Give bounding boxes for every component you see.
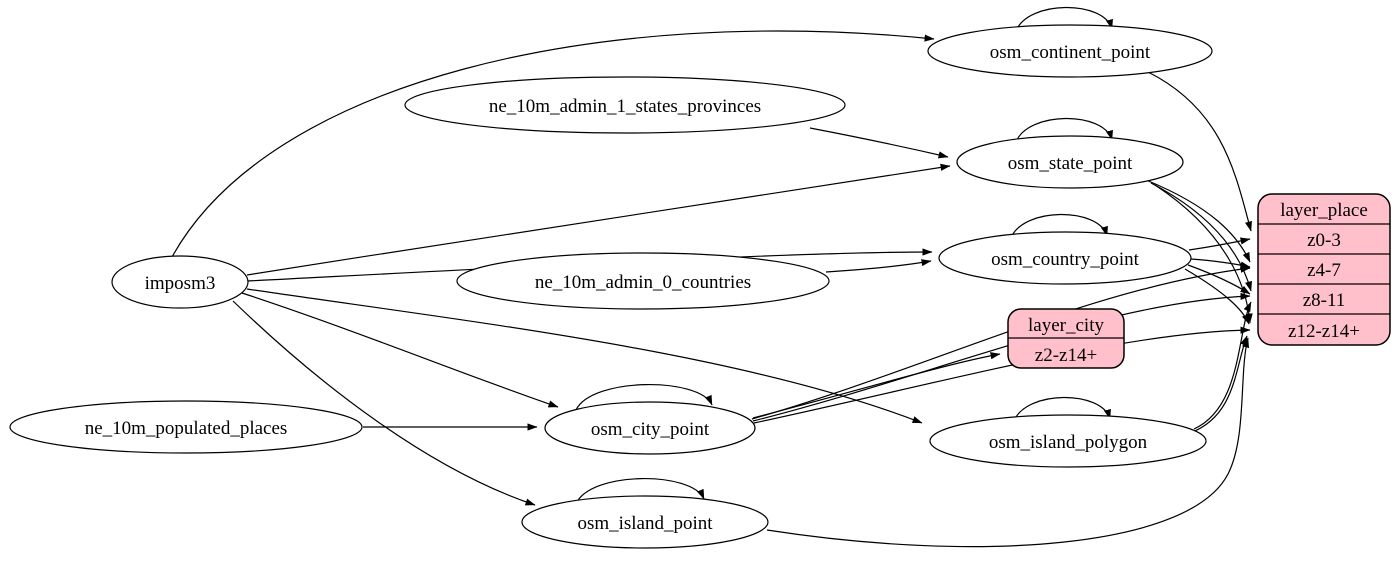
selfloop-osm-country-point bbox=[1010, 213, 1108, 239]
edge-osm-city-point-z12-z14 bbox=[753, 326, 1251, 424]
osm-island-point-label: osm_island_point bbox=[577, 513, 713, 534]
layer-place-box bbox=[1257, 193, 1391, 346]
ne-10m-populated-places-label: ne_10m_populated_places bbox=[85, 418, 288, 439]
node-osm-city-point: osm_city_point bbox=[544, 401, 756, 455]
selfloop-osm-island-polygon bbox=[1013, 396, 1111, 422]
ne-10m-admin-1-states-provinces-label: ne_10m_admin_1_states_provinces bbox=[489, 96, 761, 117]
ne-10m-admin-1-states-provinces-ellipse bbox=[404, 76, 846, 134]
osm-island-point-ellipse bbox=[521, 495, 769, 549]
edge-osm-country-point-z12-z14 bbox=[1184, 268, 1250, 325]
osm-continent-point-ellipse bbox=[927, 24, 1213, 78]
layer-place-row-z4-7: z4-7 bbox=[1307, 260, 1341, 281]
node-osm-state-point: osm_state_point bbox=[956, 135, 1184, 189]
osm-state-point-label: osm_state_point bbox=[1008, 153, 1133, 174]
edge-osm-continent-point-z0-3 bbox=[1147, 71, 1252, 232]
node-osm-continent-point: osm_continent_point bbox=[927, 24, 1213, 78]
ne-10m-admin-0-countries-label: ne_10m_admin_0_countries bbox=[535, 272, 751, 293]
layer-place-row-z0-3: z0-3 bbox=[1307, 230, 1341, 251]
layer-city-title: layer_city bbox=[1028, 315, 1104, 336]
osm-city-point-ellipse bbox=[544, 401, 756, 455]
selfloop-osm-state-point bbox=[1015, 117, 1113, 143]
record-layer-place: layer_place z0-3 z4-7 z8-11 z12-z14+ bbox=[1257, 193, 1391, 346]
edge-ne-10m-admin-0-countries-osm-country-point bbox=[825, 259, 932, 273]
edge-osm-island-polygon-z8-11 bbox=[1193, 301, 1252, 430]
edge-osm-country-point-z0-3 bbox=[1188, 237, 1251, 251]
edge-imposm3-osm-city-point bbox=[241, 292, 559, 408]
osm-island-polygon-ellipse bbox=[929, 414, 1207, 468]
layer-city-row-z2-z14: z2-z14+ bbox=[1035, 345, 1097, 366]
node-osm-island-point: osm_island_point bbox=[521, 495, 769, 549]
node-osm-island-polygon: osm_island_polygon bbox=[929, 414, 1207, 468]
edge-osm-island-point-z12-z14 bbox=[766, 337, 1250, 548]
imposm3-ellipse bbox=[111, 255, 249, 309]
edge-osm-city-point-z8-11 bbox=[752, 292, 1251, 422]
edge-osm-state-point-z8-11 bbox=[1150, 182, 1253, 292]
osm-city-point-label: osm_city_point bbox=[591, 419, 710, 440]
edge-imposm3-osm-continent-point bbox=[171, 30, 935, 258]
edge-imposm3-osm-island-point bbox=[232, 300, 536, 506]
node-ne-10m-populated-places: ne_10m_populated_places bbox=[9, 400, 363, 454]
record-layer-city: layer_city z2-z14+ bbox=[1007, 308, 1125, 369]
edge-osm-city-point-z4-7 bbox=[751, 265, 1251, 420]
edge-osm-state-point-z4-7 bbox=[1145, 179, 1251, 263]
edge-osm-country-point-z4-7 bbox=[1190, 258, 1251, 269]
osm-continent-point-label: osm_continent_point bbox=[990, 42, 1151, 63]
osm-country-point-label: osm_country_point bbox=[991, 249, 1139, 270]
selfloop-osm-continent-point bbox=[1015, 6, 1113, 32]
osm-country-point-ellipse bbox=[938, 231, 1192, 285]
node-osm-country-point: osm_country_point bbox=[938, 231, 1192, 285]
osm-state-point-ellipse bbox=[956, 135, 1184, 189]
edge-imposm3-osm-state-point bbox=[246, 163, 951, 276]
selfloop-osm-city-point bbox=[575, 384, 713, 411]
node-ne-10m-admin-0-countries: ne_10m_admin_0_countries bbox=[456, 252, 830, 310]
layer-place-row-z12-z14: z12-z14+ bbox=[1288, 321, 1360, 342]
edge-osm-country-point-z8-11 bbox=[1187, 264, 1251, 295]
node-ne-10m-admin-1-states-provinces: ne_10m_admin_1_states_provinces bbox=[404, 76, 846, 134]
osm-island-polygon-label: osm_island_polygon bbox=[989, 432, 1148, 453]
ne-10m-populated-places-ellipse bbox=[9, 400, 363, 454]
edge-osm-island-polygon-z12-z14 bbox=[1189, 335, 1248, 434]
node-imposm3: imposm3 bbox=[111, 255, 249, 309]
ne-10m-admin-0-countries-ellipse bbox=[456, 252, 830, 310]
layer-place-title: layer_place bbox=[1280, 200, 1368, 221]
selfloop-osm-island-point bbox=[575, 478, 705, 505]
layer-place-row-z8-11: z8-11 bbox=[1303, 290, 1346, 311]
edge-ne-10m-admin-1-states-provinces-osm-state-point bbox=[809, 127, 949, 159]
imposm3-label: imposm3 bbox=[145, 273, 216, 294]
